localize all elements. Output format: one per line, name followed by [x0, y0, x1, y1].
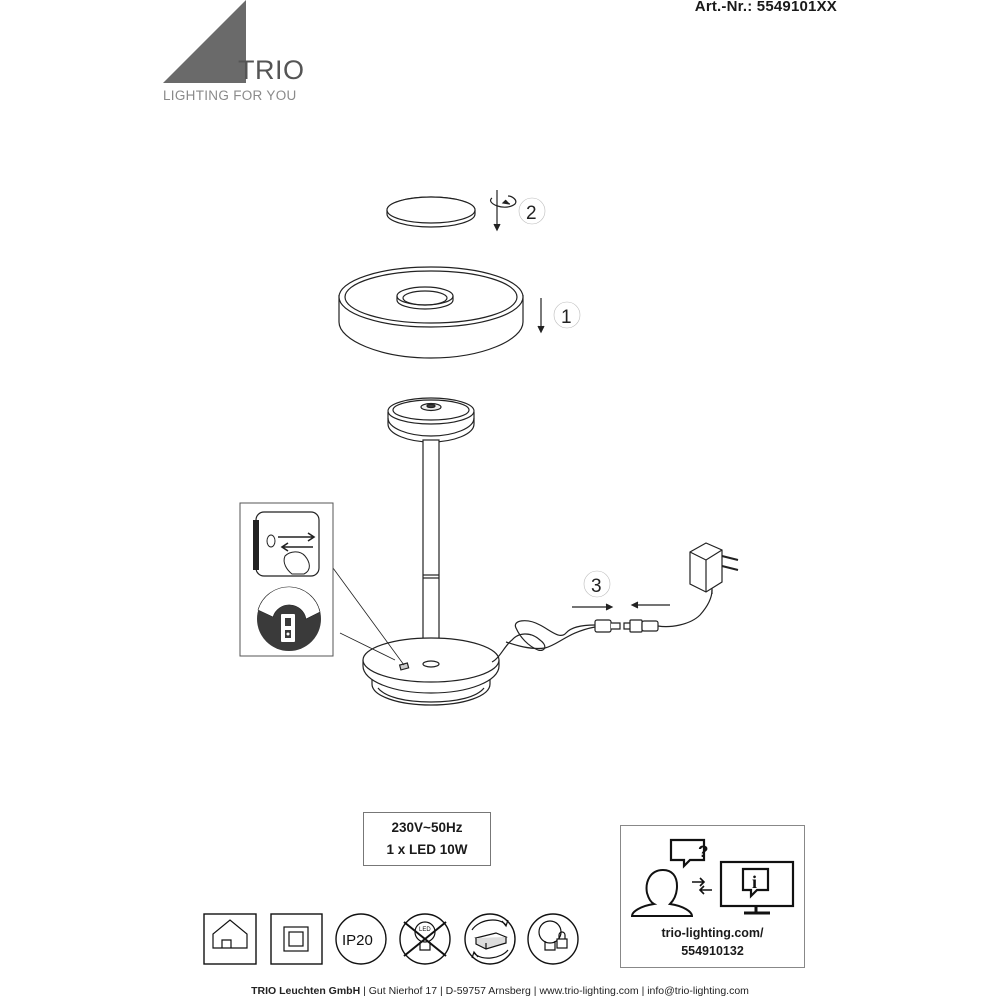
footer: TRIO Leuchten GmbH | Gut Nierhof 17 | D-… — [0, 985, 1000, 997]
lamp-stem — [422, 439, 440, 666]
lamp-base — [362, 637, 500, 706]
power-cable — [491, 589, 713, 663]
info-url-line2[interactable]: 554910132 — [681, 944, 744, 958]
lamp-head — [387, 397, 475, 443]
info-i-icon: i — [752, 872, 757, 892]
power-adapter — [689, 542, 739, 594]
voltage-spec: 230V~50Hz — [391, 820, 463, 835]
footer-separator: | — [363, 985, 366, 997]
indoor-house-icon — [203, 913, 257, 965]
logo-tagline: LIGHTING FOR YOU — [163, 88, 297, 103]
led-label: LED — [419, 927, 431, 933]
ip-rating-icon — [335, 913, 387, 965]
rotate-arrow-icon — [489, 190, 517, 232]
footer-city: D-59757 Arnsberg — [445, 985, 531, 997]
info-graphics — [630, 838, 795, 917]
footer-website[interactable]: www.trio-lighting.com — [539, 985, 639, 997]
question-mark-icon: ? — [698, 842, 708, 861]
protection-class-2-icon — [270, 913, 323, 965]
lamp-shade — [338, 266, 524, 359]
step-2-label: 2 — [526, 203, 537, 224]
dimmable-driver-icon — [464, 913, 516, 965]
footer-company: TRIO Leuchten GmbH — [251, 985, 361, 997]
lamp-lock-icon — [527, 913, 579, 965]
online-info-box: trio-lighting.com/ 554910132 — [620, 825, 805, 968]
logo-brand: TRIO — [238, 55, 305, 85]
ip-rating-label: IP20 — [342, 932, 373, 949]
switch-detail-box — [239, 502, 334, 657]
spec-box: 230V~50Hz 1 x LED 10W — [363, 812, 491, 866]
footer-separator: | — [533, 985, 537, 997]
footer-separator: | — [439, 985, 443, 997]
article-number: Art.-Nr.: 5549101XX — [694, 0, 837, 15]
cover-disc — [386, 196, 476, 228]
step-1-label: 1 — [561, 307, 572, 328]
info-url-line1[interactable]: trio-lighting.com/ — [661, 926, 764, 940]
footer-email[interactable]: info@trio-lighting.com — [647, 985, 749, 997]
footer-separator: | — [641, 985, 645, 997]
footer-address: Gut Nierhof 17 — [368, 985, 438, 997]
step-3-label: 3 — [591, 576, 602, 597]
led-not-replaceable-icon — [399, 913, 451, 965]
trio-logo-triangle-icon — [163, 0, 246, 83]
led-spec: 1 x LED 10W — [386, 842, 468, 857]
